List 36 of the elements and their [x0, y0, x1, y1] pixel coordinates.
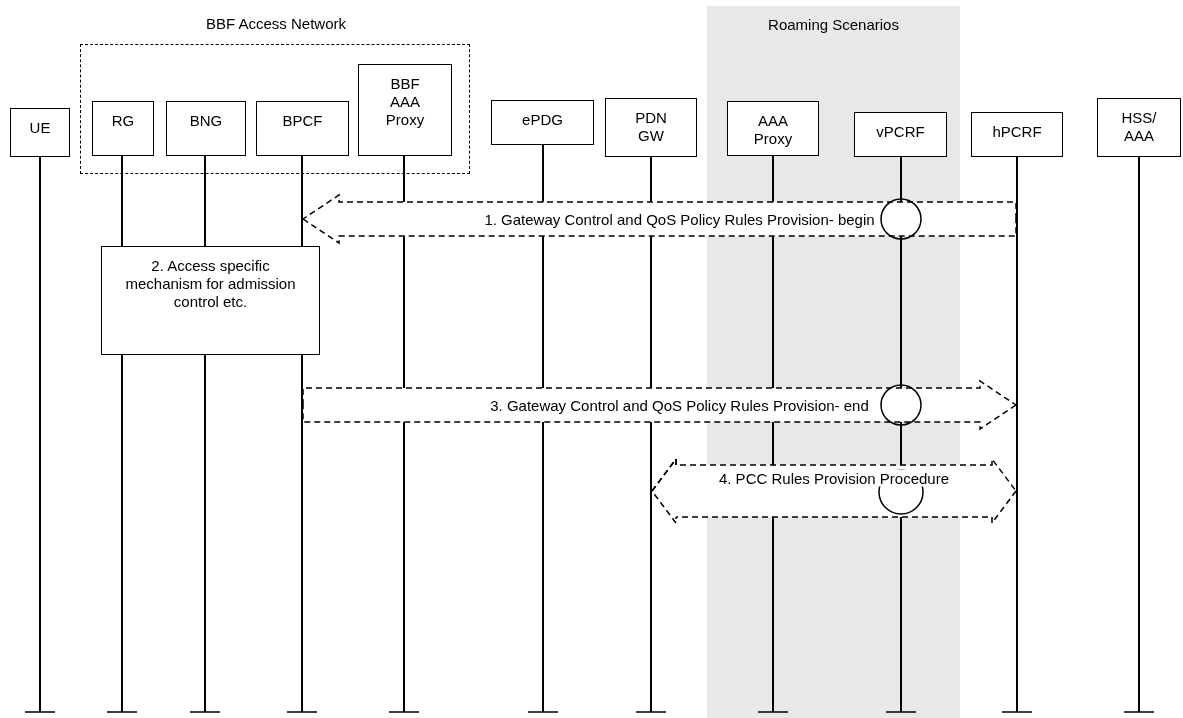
block-arrow — [651, 456, 1017, 524]
lifeline — [121, 155, 123, 712]
participant-label: BPCF — [281, 112, 324, 130]
group-title: Roaming Scenarios — [768, 16, 899, 33]
action-box — [101, 246, 320, 355]
action-text: 2. Access specific mechanism for admission control etc. — [124, 257, 297, 311]
participant-box — [605, 98, 697, 157]
participant-box — [256, 101, 349, 156]
lifeline — [1138, 157, 1140, 712]
lifeline — [204, 155, 206, 712]
participant-label: PDN GW — [634, 109, 668, 145]
participant-label: ePDG — [521, 111, 564, 129]
participant-box — [491, 100, 594, 145]
participant-box — [971, 112, 1063, 157]
lifeline — [39, 157, 41, 712]
lifeline — [301, 155, 303, 712]
participant-box — [92, 101, 154, 156]
lifeline — [650, 157, 652, 712]
lifeline — [542, 145, 544, 712]
participant-label: BBF AAA Proxy — [385, 75, 425, 129]
participant-label: AAA Proxy — [752, 112, 794, 148]
participant-label: UE — [28, 119, 52, 137]
participant-label: HSS/ AAA — [1120, 109, 1158, 145]
participant-label: hPCRF — [991, 123, 1043, 141]
participant-box — [854, 112, 947, 157]
participant-label: RG — [110, 112, 136, 130]
edge-label: 4. PCC Rules Provision Procedure — [718, 469, 950, 487]
participant-box — [1097, 98, 1181, 157]
participant-box — [358, 64, 452, 156]
participant-box — [10, 108, 70, 157]
participant-label: BNG — [188, 112, 224, 130]
participant-box — [166, 101, 246, 156]
lifeline — [1016, 157, 1018, 712]
group-title: BBF Access Network — [206, 15, 346, 32]
participant-box — [727, 101, 819, 156]
participant-label: vPCRF — [875, 123, 926, 141]
